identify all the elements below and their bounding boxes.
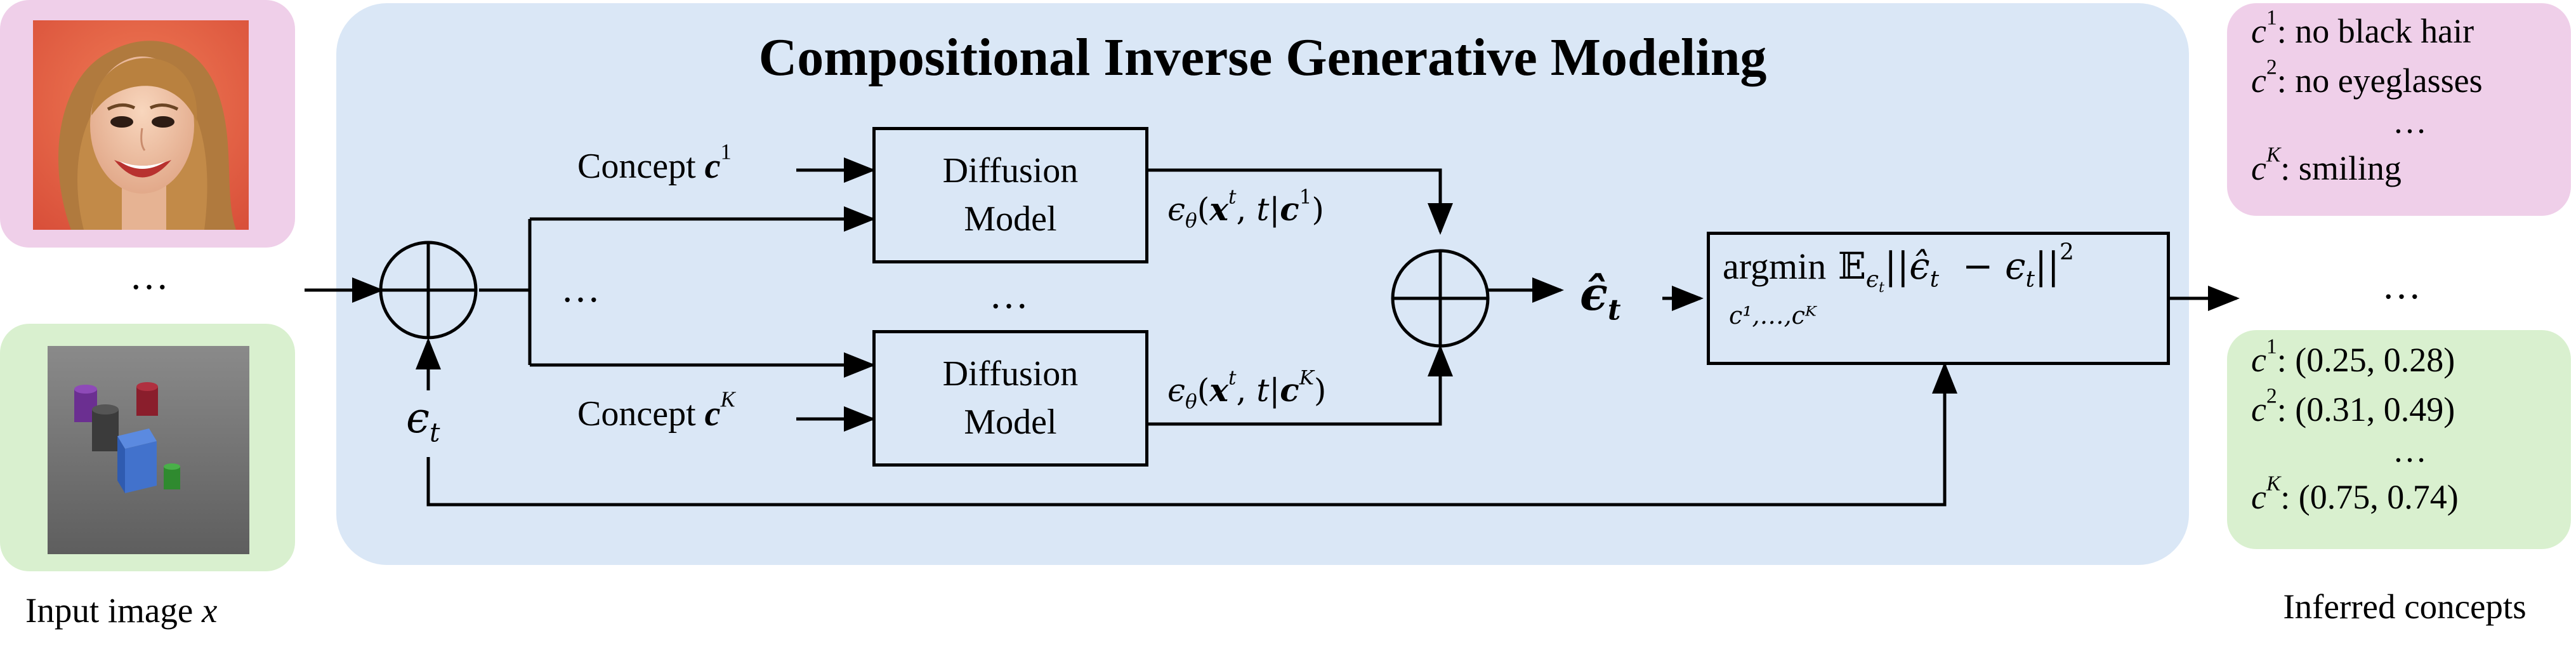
face-concept-2: c2: no eyeglasses	[2251, 56, 2568, 105]
objects-scene-image	[48, 346, 249, 554]
eps1-c: c	[1280, 190, 1299, 228]
obj-ck-sup: K	[2266, 472, 2281, 496]
eps-hat-eps: ϵ̂	[1580, 267, 1608, 321]
face-concepts-panel	[2227, 3, 2571, 216]
eps-theta-k-label: ϵθ(xt, t|cK)	[1167, 366, 1327, 413]
face-concepts-list: c1: no black hair c2: no eyeglasses … cK…	[2251, 6, 2568, 209]
face-c1-sup: 1	[2266, 6, 2277, 30]
epsk-x: x	[1209, 371, 1229, 409]
epsk-c: c	[1280, 371, 1299, 409]
face-ck-text: : smiling	[2280, 149, 2402, 187]
eps-hat-label: ϵ̂t	[1580, 267, 1662, 330]
diffusion-k-line1: Diffusion	[942, 354, 1079, 394]
object-concepts-list: c1: (0.25, 0.28) c2: (0.31, 0.49) … cK: …	[2251, 335, 2568, 545]
diffusion-k-line2: Model	[964, 402, 1057, 442]
obj-c2-sym: c	[2251, 390, 2266, 428]
eps1-t: t	[1256, 191, 1270, 228]
argmin-hat: ϵ̂	[1909, 244, 1930, 288]
argmin-box	[1707, 232, 2170, 365]
concept-1-symbol: c	[704, 147, 721, 186]
object-concept-2: c2: (0.31, 0.49)	[2251, 385, 2568, 434]
argmin-under: c¹,…,cᴷ	[1729, 302, 1817, 329]
argmin-e-subsub: t	[1879, 279, 1885, 296]
eps1-xsup: t	[1228, 185, 1237, 209]
diagram-title: Compositional Inverse Generative Modelin…	[758, 27, 1767, 87]
object-concepts-panel	[2227, 330, 2571, 549]
obj-c1-text: : (0.25, 0.28)	[2277, 341, 2455, 379]
diffusion-1-line2: Model	[964, 199, 1057, 239]
face-c2-sym: c	[2251, 62, 2266, 100]
eps1-sub: θ	[1185, 209, 1197, 232]
argmin-bars-open: ||	[1884, 244, 1910, 288]
argmin-eps: ϵ	[2004, 244, 2026, 288]
argmin-expression: argmin 𝔼ϵt||ϵ̂t − ϵt||2	[1723, 241, 2167, 308]
output-ellipsis: …	[2382, 263, 2421, 307]
face-concept-k: cK: smiling	[2251, 143, 2568, 193]
concept-k-symbol: c	[704, 394, 721, 434]
obj-c1-sup: 1	[2266, 335, 2277, 359]
object-concept-dots: …	[2393, 431, 2427, 469]
epsk-xsup: t	[1228, 366, 1237, 390]
face-concept-dots: …	[2393, 102, 2427, 140]
eps-hat-sub: t	[1607, 293, 1621, 327]
concept-1-label: Concept c1	[577, 141, 793, 197]
face-concept-1: c1: no black hair	[2251, 6, 2568, 56]
face-c1-text: : no black hair	[2277, 12, 2474, 50]
diffusion-1-line1: Diffusion	[942, 150, 1079, 190]
face-photo-image	[33, 20, 249, 230]
eps1-x: x	[1209, 190, 1229, 228]
obj-c2-text: : (0.31, 0.49)	[2277, 390, 2455, 428]
obj-ck-sym: c	[2251, 478, 2266, 516]
argmin-hat-sub: t	[1929, 266, 1940, 293]
eps1-eps: ϵ	[1167, 191, 1186, 228]
face-c1-sym: c	[2251, 12, 2266, 50]
input-image-caption: Input image x	[25, 590, 292, 635]
epsk-eps: ϵ	[1167, 372, 1186, 409]
inferred-concepts-caption: Inferred concepts	[2283, 587, 2527, 626]
concept-1-sup: 1	[720, 139, 732, 164]
noise-eps: ϵ	[406, 394, 430, 442]
input-ellipsis: …	[129, 254, 169, 298]
concept-k-word: Concept	[577, 394, 696, 434]
argmin-word: argmin	[1723, 246, 1827, 287]
concept-k-sup: K	[720, 387, 735, 412]
obj-ck-text: : (0.75, 0.74)	[2280, 478, 2459, 516]
object-concept-k: cK: (0.75, 0.74)	[2251, 472, 2568, 522]
diffusion-between-ellipsis: …	[989, 273, 1028, 317]
eps-theta-1-label: ϵθ(xt, t|c1)	[1167, 185, 1324, 232]
face-c2-text: : no eyeglasses	[2277, 62, 2483, 100]
diffusion-model-1: Diffusion Model	[872, 127, 1148, 263]
concept-middle-ellipsis: …	[561, 267, 600, 310]
epsk-t: t	[1256, 372, 1270, 409]
argmin-minus: −	[1962, 244, 1994, 288]
diffusion-model-k: Diffusion Model	[872, 330, 1148, 467]
input-caption-var: x	[201, 591, 218, 630]
argmin-bars-close: ||	[2034, 244, 2060, 288]
face-c2-sup: 2	[2266, 55, 2277, 79]
noise-sub: t	[429, 417, 440, 448]
obj-c2-sup: 2	[2266, 384, 2277, 408]
epsk-csup: K	[1299, 366, 1314, 390]
obj-c1-sym: c	[2251, 341, 2266, 379]
argmin-e-sub: ϵ	[1865, 266, 1879, 293]
argmin-expectation: 𝔼	[1837, 244, 1866, 288]
argmin-eps-sub: t	[2025, 266, 2035, 293]
face-ck-sym: c	[2251, 149, 2266, 187]
concept-1-word: Concept	[577, 147, 696, 186]
concept-k-label: Concept cK	[577, 388, 793, 444]
eps1-csup: 1	[1299, 185, 1312, 209]
noise-eps-label: ϵt	[406, 394, 482, 451]
argmin-power: 2	[2060, 239, 2074, 265]
input-caption-text: Input image	[25, 591, 194, 630]
epsk-sub: θ	[1185, 390, 1197, 413]
face-ck-sup: K	[2266, 143, 2281, 167]
object-concept-1: c1: (0.25, 0.28)	[2251, 335, 2568, 385]
